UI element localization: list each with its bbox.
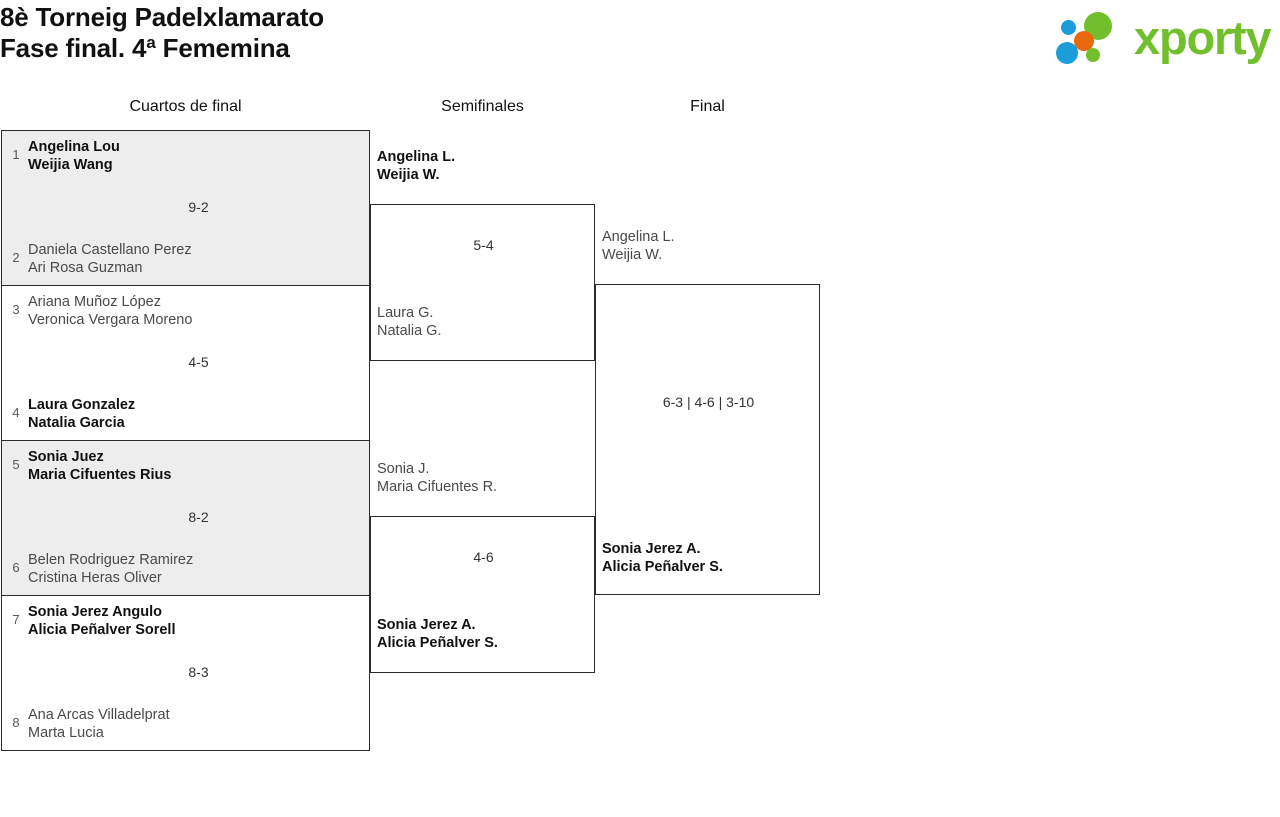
match-sf-2[interactable]: 4-6 [370,516,595,673]
player-name: Alicia Peñalver S. [602,559,723,575]
logo-dot-green-small [1086,48,1100,62]
round-header-semifinals: Semifinales [441,98,524,115]
player-name: Weijia W. [602,247,663,263]
player-name: Belen Rodriguez Ramirez [28,552,194,568]
logo-wordmark: xporty [1134,11,1272,64]
seed-number: 6 [12,560,20,575]
player-name: Alicia Peñalver Sorell [28,622,176,638]
logo-dot-orange [1074,31,1094,51]
player-name: Sonia Juez [28,449,104,465]
match-sf-2-team-bottom: Sonia Jerez A. Alicia Peñalver S. [377,616,498,652]
match-qf-4[interactable]: 7 Sonia Jerez Angulo Alicia Peñalver Sor… [1,595,370,751]
seed-number: 4 [12,405,20,420]
team-bottom: Laura Gonzalez Natalia Garcia [28,396,135,432]
match-score: 5-4 [473,237,494,253]
player-name: Marta Lucia [28,725,104,741]
match-sf-2-team-top: Sonia J. Maria Cifuentes R. [377,460,497,496]
player-name: Ari Rosa Guzman [28,260,143,276]
player-name: Maria Cifuentes Rius [28,467,172,483]
match-score: 8-3 [188,664,209,680]
match-final[interactable]: 6-3 | 4-6 | 3-10 [595,284,820,595]
match-sf-1-team-top: Angelina L. Weijia W. [377,148,455,184]
match-final-team-bottom: Sonia Jerez A. Alicia Peñalver S. [602,540,723,576]
player-name: Laura G. [377,305,434,321]
team-top: Angelina Lou Weijia Wang [28,138,120,174]
player-name: Maria Cifuentes R. [377,479,498,495]
match-sf-1-team-bottom: Laura G. Natalia G. [377,304,441,340]
match-final-team-top: Angelina L. Weijia W. [602,228,675,264]
player-name: Alicia Peñalver S. [377,635,498,651]
page-title: 8è Torneig Padelxlamarato Fase final. 4ª… [0,2,324,63]
match-qf-2[interactable]: 3 Ariana Muñoz López Veronica Vergara Mo… [1,285,370,441]
match-score: 9-2 [188,199,209,215]
player-name: Weijia W. [377,167,440,183]
round-header-quarterfinals: Cuartos de final [129,98,242,115]
player-name: Daniela Castellano Perez [28,242,192,258]
match-score: 4-5 [188,354,209,370]
match-sf-1[interactable]: 5-4 [370,204,595,361]
seed-number: 1 [12,147,20,162]
player-name: Sonia Jerez Angulo [28,604,163,620]
player-name: Sonia Jerez A. [377,617,476,633]
player-name: Angelina Lou [28,139,120,155]
tournament-name: 8è Torneig Padelxlamarato [0,2,324,32]
xporty-logo[interactable]: xporty [1048,8,1274,66]
seed-number: 7 [12,612,20,627]
match-qf-1[interactable]: 1 Angelina Lou Weijia Wang 9-2 2 Daniela… [1,130,370,286]
match-qf-3[interactable]: 5 Sonia Juez Maria Cifuentes Rius 8-2 6 … [1,440,370,596]
match-score: 4-6 [473,549,494,565]
player-name: Natalia G. [377,323,442,339]
logo-dot-blue-large [1056,42,1078,64]
round-header-final: Final [690,98,725,115]
team-bottom: Daniela Castellano Perez Ari Rosa Guzman [28,241,192,277]
player-name: Sonia J. [377,461,430,477]
team-top: Sonia Jerez Angulo Alicia Peñalver Sorel… [28,603,176,639]
seed-number: 5 [12,457,20,472]
team-bottom: Belen Rodriguez Ramirez Cristina Heras O… [28,551,193,587]
team-top: Ariana Muñoz López Veronica Vergara More… [28,293,192,329]
team-top: Sonia Juez Maria Cifuentes Rius [28,448,171,484]
logo-dot-blue-small [1061,20,1076,35]
seed-number: 2 [12,250,20,265]
player-name: Natalia Garcia [28,415,125,431]
seed-number: 3 [12,302,20,317]
match-score: 6-3 | 4-6 | 3-10 [662,394,755,410]
player-name: Cristina Heras Oliver [28,570,162,586]
seed-number: 8 [12,715,20,730]
player-name: Sonia Jerez A. [602,541,701,557]
player-name: Ariana Muñoz López [28,294,161,310]
player-name: Laura Gonzalez [28,397,136,413]
player-name: Weijia Wang [28,157,113,173]
player-name: Veronica Vergara Moreno [28,312,193,328]
tournament-phase: Fase final. 4ª Fememina [0,32,290,63]
player-name: Angelina L. [377,149,456,165]
player-name: Ana Arcas Villadelprat [28,707,170,723]
logo-dots-icon [1056,11,1134,67]
team-bottom: Ana Arcas Villadelprat Marta Lucia [28,706,170,742]
match-score: 8-2 [188,509,209,525]
player-name: Angelina L. [602,229,675,245]
